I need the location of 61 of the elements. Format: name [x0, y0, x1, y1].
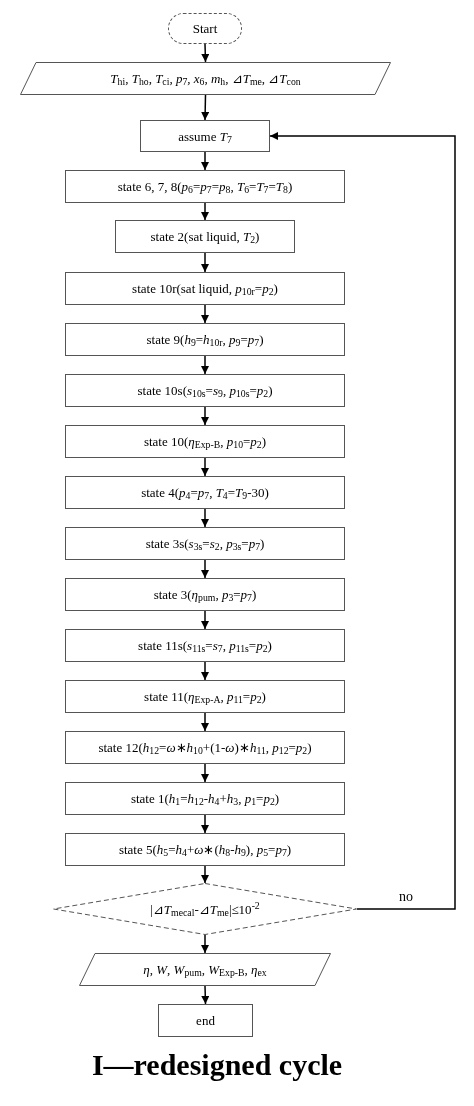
process-box: [65, 476, 345, 509]
node-text: state 10r(sat liquid, p$_{10r}$=p$_{2}$): [132, 282, 278, 295]
node-text: state 2(sat liquid, T$_{2}$): [150, 230, 260, 243]
arrow: [201, 508, 209, 528]
process-box: [65, 272, 345, 305]
node-text: T$_{hi}$, T$_{ho}$, T$_{ci}$, p$_{7}$, x$_{6}$, m$_{h}$, ⊿T$_{me}$, ⊿T$_{con}$: [110, 72, 301, 85]
process-box: [65, 323, 345, 356]
node-text: state 10(η$_{Exp-B}$, p$_{10}$=p$_{2}$): [143, 435, 267, 448]
process-box: [65, 782, 345, 815]
arrow: [201, 252, 209, 273]
process-box: [65, 578, 345, 611]
process-box: [115, 220, 295, 253]
node-text: end: [196, 1014, 215, 1027]
arrow: [201, 151, 209, 171]
arrow: [201, 934, 209, 954]
arrow: [201, 304, 209, 324]
arrow: [269, 132, 456, 910]
node-text: state 5(h$_{5}$=h$_{4}$+ω∗(h$_{8}$-h$_{9}$), p$_{5}$=p$_{7}$): [118, 843, 292, 856]
node-text: state 11s(s$_{11s}$=s$_{7}$, p$_{11s}$=p$_{2}$): [138, 639, 272, 652]
node-text: state 11(η$_{Exp-A}$, p$_{11}$=p$_{2}$): [144, 690, 266, 703]
node-text: Start: [192, 22, 218, 35]
process-box: [158, 1004, 253, 1037]
process-box: [65, 680, 345, 713]
io-parallelogram: [79, 953, 331, 986]
node-text: η, W, W$_{pum}$, W$_{Exp-B}$, η$_{ex}$: [143, 963, 267, 976]
node-text: state 3s(s$_{3s}$=s$_{2}$, p$_{3s}$=p$_{7}$): [145, 537, 265, 550]
arrow: [201, 202, 209, 221]
node-text: state 12(h$_{12}$=ω∗h$_{10}$+(1-ω)∗h$_{11}$, p$_{12}$=p$_{2}$): [98, 741, 312, 754]
node-text: assume T$_{7}$: [178, 129, 232, 143]
arrow: [201, 406, 209, 426]
arrow: [201, 610, 209, 630]
node-text: state 4(p$_{4}$=p$_{7}$, T$_{4}$=T$_{9}$-30): [141, 486, 269, 499]
node-text: state 10s(s$_{10s}$=s$_{9}$, p$_{10s}$=p$_{2}$): [137, 384, 273, 397]
arrow: [201, 43, 210, 63]
arrow: [201, 355, 209, 375]
process-box: [65, 527, 345, 560]
arrow: [201, 814, 209, 834]
caption: I—redesigned cycle: [90, 1047, 344, 1083]
node-text: state 1(h$_{1}$=h$_{12}$-h$_{4}$+h$_{3}$, p$_{1}$=p$_{2}$): [130, 792, 280, 805]
arrow: [201, 457, 209, 477]
arrow: [201, 712, 209, 732]
start-terminal: [168, 13, 242, 44]
process-box: [65, 170, 345, 203]
process-box: [65, 833, 345, 866]
decision-diamond: [53, 883, 357, 935]
arrow: [201, 763, 209, 783]
arrow: [201, 94, 210, 121]
arrow: [201, 559, 209, 579]
process-box: [65, 629, 345, 662]
arrow: [201, 865, 209, 884]
arrow: [201, 985, 210, 1005]
node-text: state 6, 7, 8(p$_{6}$=p$_{7}$=p$_{8}$, T$_{6}$=T$_{7}$=T$_{8}$): [117, 180, 293, 193]
arrow: [201, 661, 209, 681]
process-box: [65, 374, 345, 407]
node-text: state 3(η$_{pum}$, p$_{3}$=p$_{7}$): [153, 588, 257, 601]
io-parallelogram: [20, 62, 391, 95]
node-text: |⊿T$_{mecal}$-⊿T$_{me}$|≤10$^{-2}$: [150, 902, 260, 916]
node-text: state 9(h$_{9}$=h$_{10r}$, p$_{9}$=p$_{7}$): [146, 333, 264, 346]
process-box: [140, 120, 270, 152]
process-box: [65, 731, 345, 764]
process-box: [65, 425, 345, 458]
